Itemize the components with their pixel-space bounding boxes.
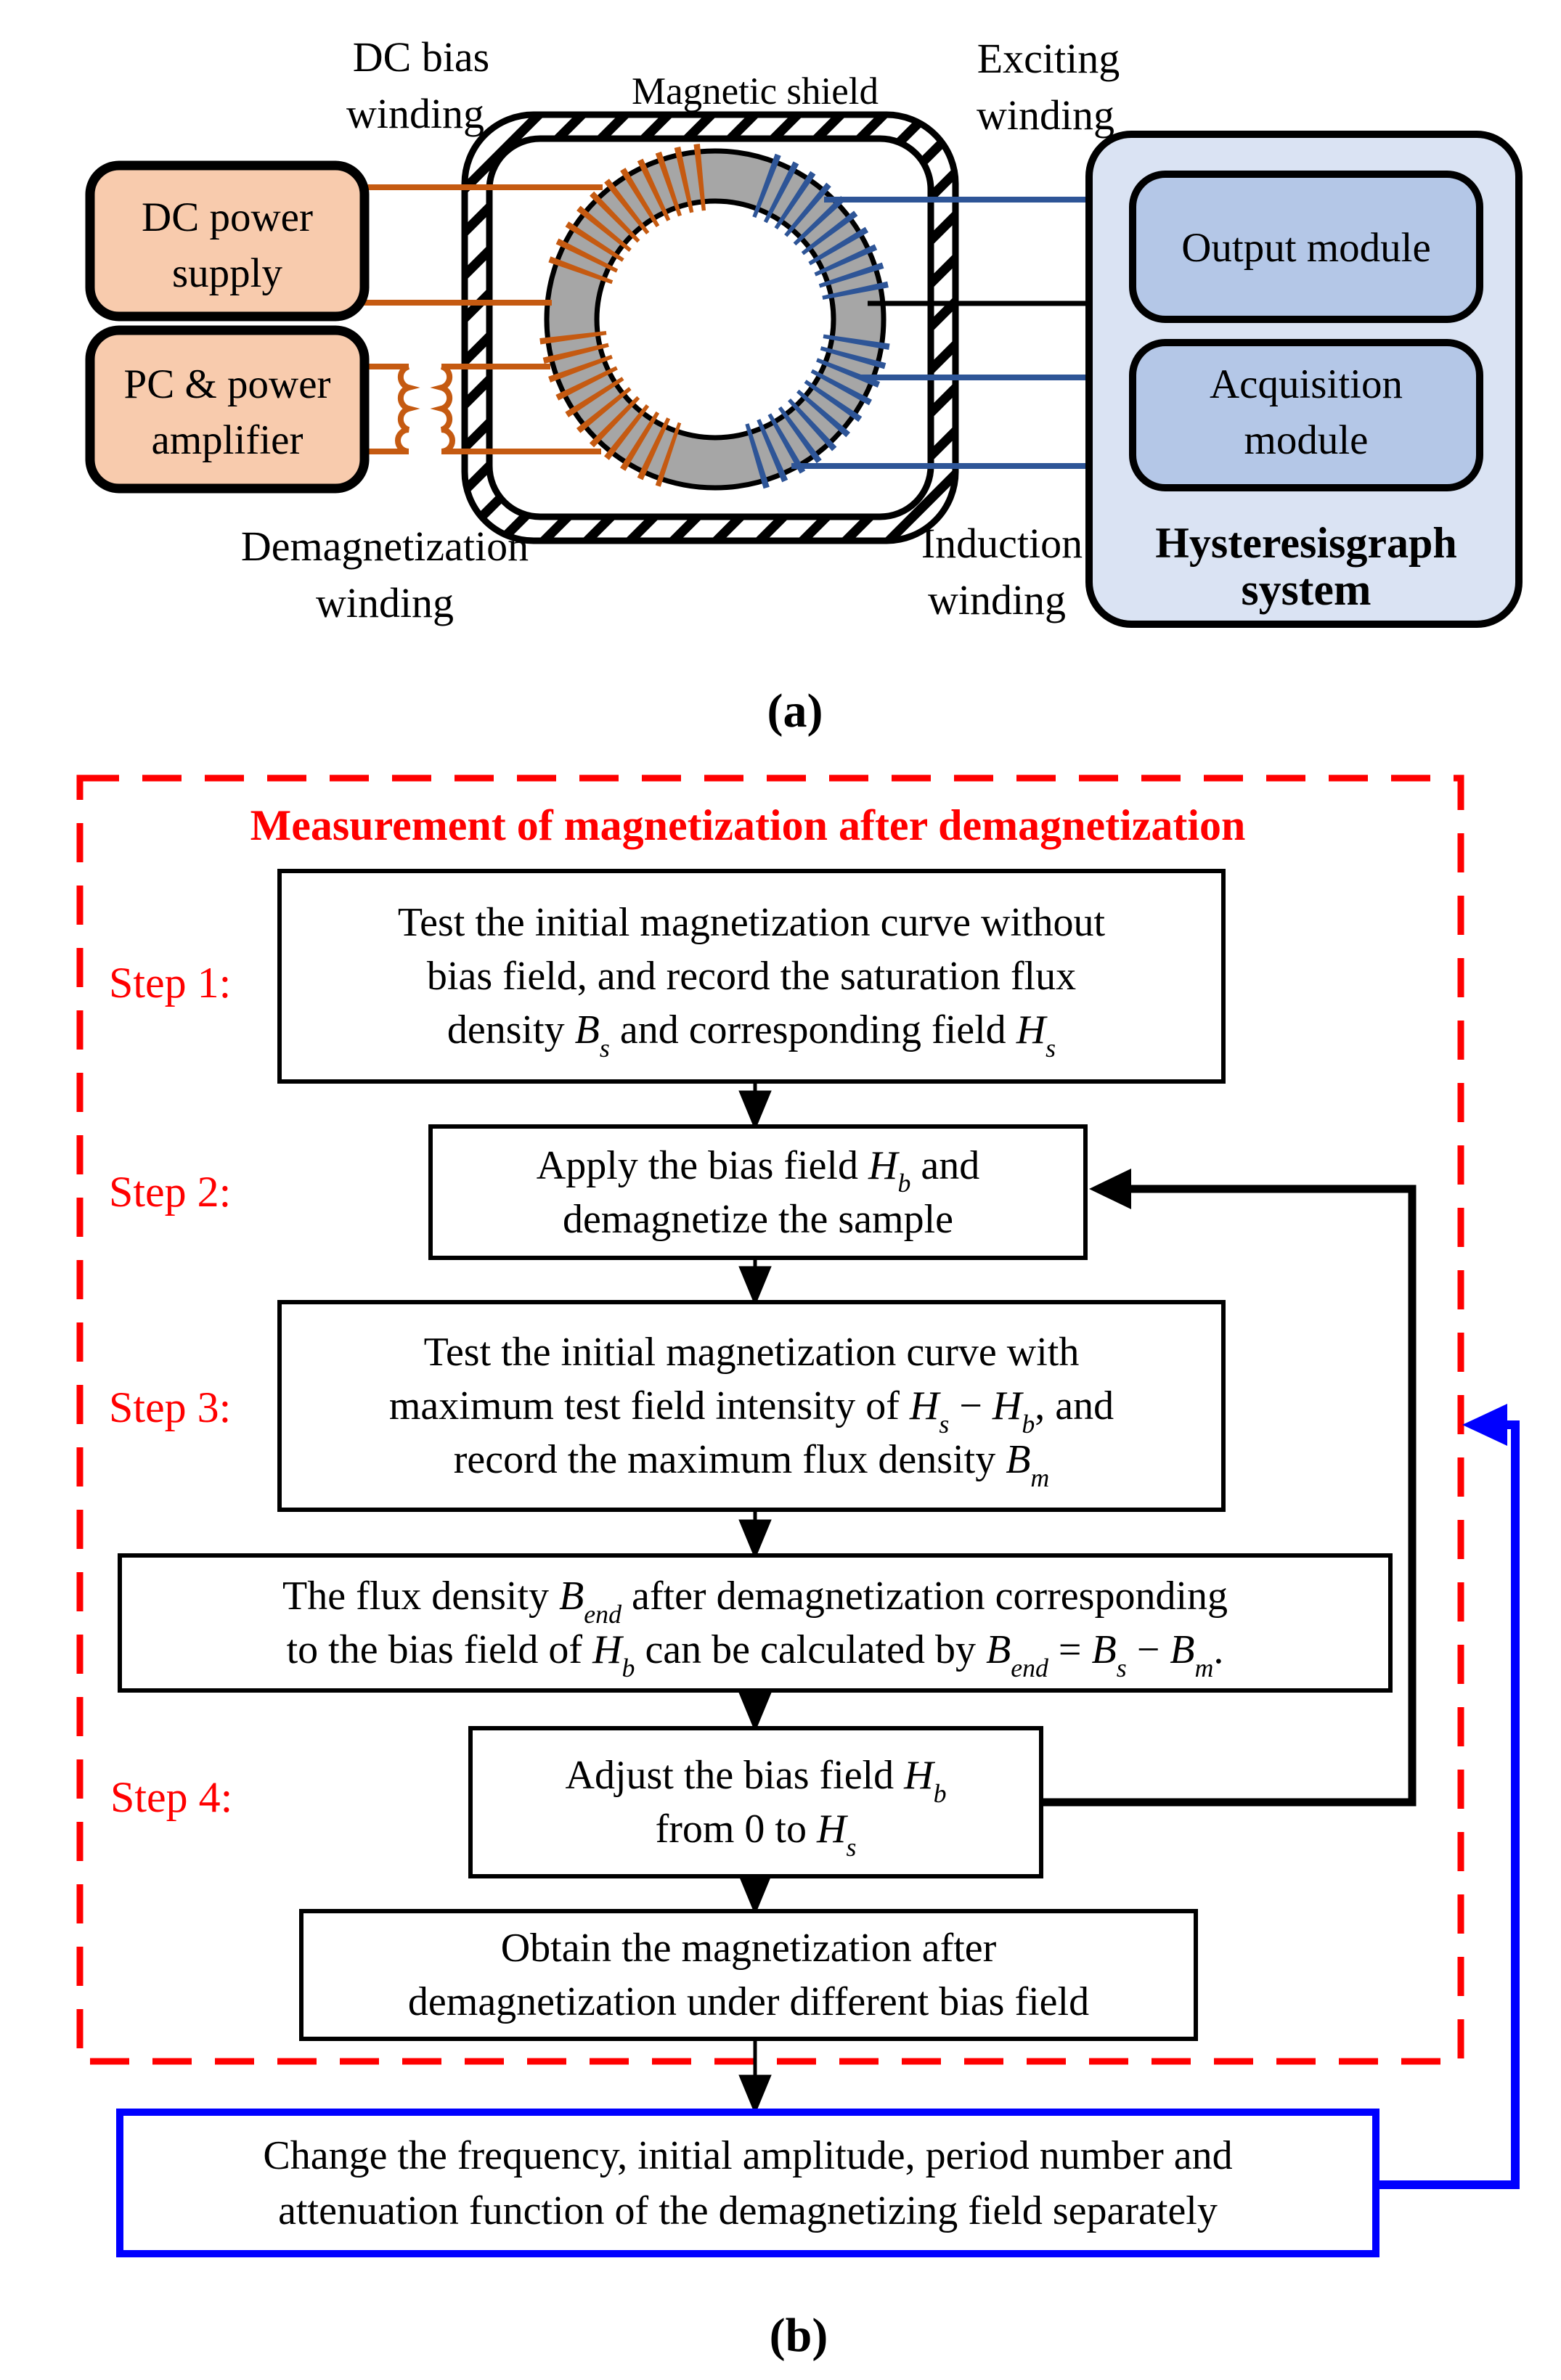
acquisition-module-label-line2: module — [1244, 417, 1369, 463]
acquisition-module-label-line1: Acquisition — [1210, 361, 1403, 407]
arrowhead-obtain-change — [738, 2074, 772, 2115]
acquisition-module-box — [1129, 339, 1483, 491]
panel-b-label: (b) — [769, 2309, 828, 2362]
dc-power-supply-label-line2: supply — [172, 250, 283, 296]
pc-power-amplifier-box — [85, 325, 370, 494]
step2-label: Step 2: — [109, 1168, 232, 1216]
output-module-box — [1129, 171, 1483, 323]
demagnetization-winding-label-line2: winding — [316, 579, 454, 626]
calc-text-line1: The flux density Bend after demagnetizat… — [282, 1574, 1228, 1629]
step1-box: Test the initial magnetization curve wit… — [277, 869, 1226, 1084]
dc-bias-winding-label-line2: winding — [346, 90, 484, 137]
transformer-coil-left — [395, 364, 420, 454]
induction-winding-label-line2: winding — [928, 576, 1066, 623]
panel-a-label: (a) — [767, 684, 823, 737]
demagnetization-winding-coil — [539, 330, 682, 487]
feedback-loop-blue — [1379, 1420, 1520, 2189]
calc-text-line2: to the bias field of Hb can be calculate… — [286, 1627, 1224, 1682]
arrowhead-step1-step2 — [738, 1090, 772, 1131]
demagnetization-winding-label-line1: Demagnetization — [241, 523, 529, 570]
feedback-loop-black — [1043, 1185, 1417, 1807]
step1-text-line1: Test the initial magnetization curve wit… — [397, 900, 1106, 945]
arrowhead-calc-step4 — [738, 1692, 772, 1733]
step3-text-line3: record the maximum flux density Bm — [453, 1437, 1050, 1492]
magnetic-shield-label: Magnetic shield — [632, 70, 879, 113]
change-text-line1: Change the frequency, initial amplitude,… — [263, 2132, 1233, 2178]
step4-text-line2: from 0 to Hs — [655, 1807, 857, 1862]
step4-text-line1: Adjust the bias field Hb — [565, 1753, 947, 1808]
output-module-label: Output module — [1181, 225, 1431, 271]
step1-text-line3: density Bs and corresponding field Hs — [447, 1007, 1056, 1063]
pc-power-amplifier-label-line1: PC & power — [124, 361, 331, 407]
measurement-dashed-border — [76, 774, 1464, 2065]
obtain-text-line2: demagnetization under different bias fie… — [407, 1979, 1090, 2024]
obtain-box: Obtain the magnetization after demagneti… — [299, 1909, 1198, 2041]
dc-power-supply-label-line1: DC power — [142, 195, 313, 240]
hysteresisgraph-label-line2: system — [1241, 565, 1371, 615]
transformer-coil-right — [430, 364, 455, 454]
step3-label: Step 3: — [109, 1383, 232, 1431]
step3-text-line1: Test the initial magnetization curve wit… — [423, 1330, 1080, 1375]
step4-box: Adjust the bias field Hb from 0 to Hs — [468, 1726, 1043, 1878]
step2-text-line1: Apply the bias field Hb and — [536, 1142, 980, 1198]
step4-label: Step 4: — [110, 1773, 233, 1821]
dc-bias-winding-coil — [547, 144, 707, 287]
flowchart-title: Measurement of magnetization after demag… — [250, 801, 1246, 849]
dc-power-supply-box — [85, 160, 370, 322]
step2-text-line2: demagnetize the sample — [563, 1196, 953, 1242]
exciting-winding-coil — [751, 153, 890, 306]
arrowhead-step2-step3 — [738, 1266, 772, 1306]
change-text-line2: attenuation function of the demagnetizin… — [278, 2188, 1218, 2233]
exciting-winding-label-line2: winding — [977, 91, 1114, 139]
pc-power-amplifier-label-line2: amplifier — [152, 417, 303, 463]
step2-box: Apply the bias field Hb and demagnetize … — [428, 1124, 1088, 1260]
toroid-core-inner — [594, 198, 836, 441]
change-box: Change the frequency, initial amplitude,… — [116, 2109, 1379, 2257]
induction-winding-coil — [744, 333, 890, 489]
step1-label: Step 1: — [109, 959, 232, 1007]
step1-text-line2: bias field, and record the saturation fl… — [426, 954, 1077, 999]
arrowhead-step3-calc — [738, 1519, 772, 1560]
dc-bias-winding-label-line1: DC bias — [353, 33, 490, 81]
obtain-text-line1: Obtain the magnetization after — [500, 1926, 997, 1971]
calc-box: The flux density Bend after demagnetizat… — [118, 1553, 1393, 1693]
feedback-loop-black-arrowhead — [1089, 1169, 1131, 1209]
feedback-loop-blue-arrowhead — [1462, 1404, 1507, 1446]
exciting-winding-label-line1: Exciting — [977, 35, 1120, 82]
hysteresisgraph-label-line1: Hysteresisgraph — [1155, 519, 1457, 567]
induction-winding-label-line1: Induction — [921, 520, 1083, 567]
step3-box: Test the initial magnetization curve wit… — [277, 1300, 1226, 1512]
flow-arrows — [738, 1084, 772, 2115]
step3-text-line2: maximum test field intensity of Hs − Hb,… — [388, 1383, 1114, 1439]
arrowhead-step4-obtain — [738, 1875, 772, 1915]
